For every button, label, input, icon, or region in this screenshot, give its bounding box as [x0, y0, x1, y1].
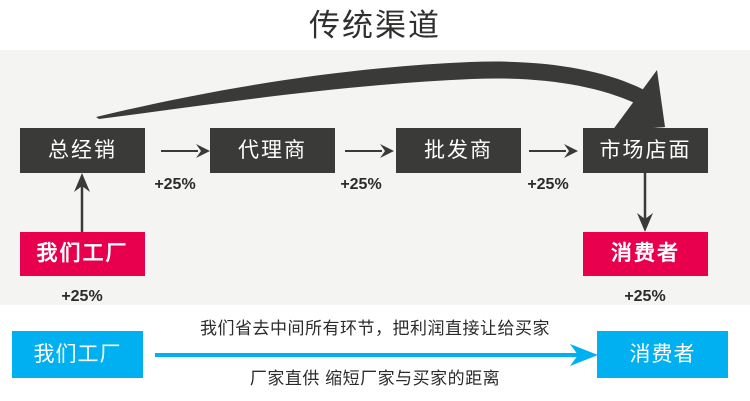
page-title: 传统渠道	[309, 8, 441, 43]
direct-factory-box[interactable]: 我们工厂	[12, 331, 143, 378]
consumer-box[interactable]: 消费者	[583, 232, 708, 276]
markup-label-2: +25%	[527, 176, 569, 193]
direct-caption-bottom: 厂家直供 缩短厂家与买家的距离	[249, 369, 501, 388]
consumer-markup-label: +25%	[624, 288, 666, 305]
direct-consumer-box[interactable]: 消费者	[597, 331, 728, 378]
long-right-arrow-icon	[155, 344, 598, 366]
factory-box[interactable]: 我们工厂	[20, 232, 145, 276]
markup-label-0: +25%	[154, 176, 196, 193]
direct-caption-top: 我们省去中间所有环节，把利润直接让给买家	[200, 319, 550, 338]
chain-box-3[interactable]: 市场店面	[583, 128, 708, 173]
factory-markup-label: +25%	[61, 288, 103, 305]
markup-label-1: +25%	[340, 176, 382, 193]
chain-box-0[interactable]: 总经销	[20, 128, 145, 173]
chain-box-1[interactable]: 代理商	[210, 128, 335, 173]
chain-box-2[interactable]: 批发商	[396, 128, 521, 173]
